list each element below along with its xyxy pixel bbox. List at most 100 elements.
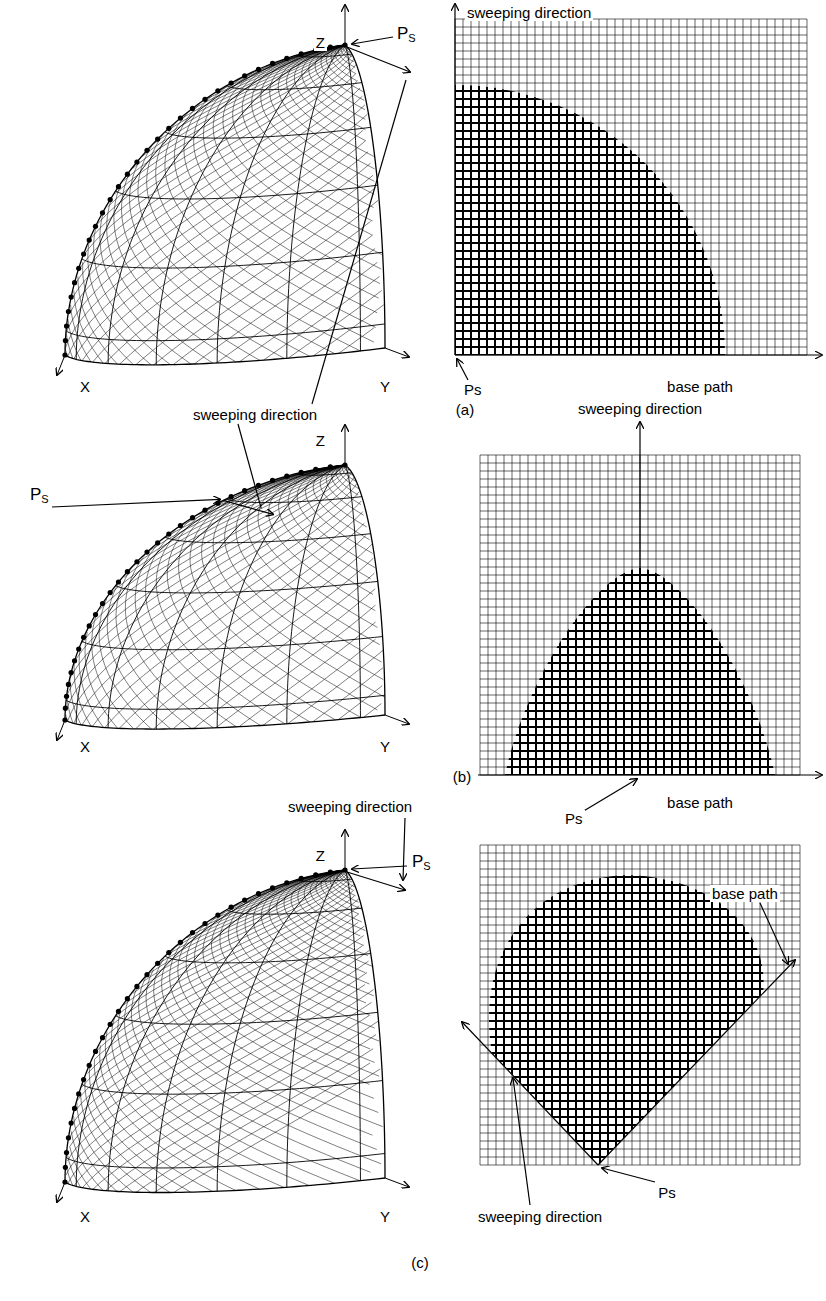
- sample-dot: [215, 912, 220, 917]
- tool-path: [143, 872, 347, 982]
- point-arrow: [582, 779, 637, 812]
- sample-dot: [125, 996, 130, 1001]
- tool-path: [79, 64, 356, 269]
- tool-path: [326, 465, 363, 515]
- tool-path: [194, 915, 369, 1084]
- mesh-line: [165, 534, 371, 543]
- sample-dot: [215, 88, 220, 93]
- point-arrow: [352, 866, 407, 869]
- sample-dot: [69, 1120, 74, 1125]
- tool-path: [133, 45, 345, 168]
- boundary-curve: [345, 870, 385, 1178]
- sample-dot: [270, 61, 275, 66]
- sample-dot: [116, 184, 121, 189]
- mesh-line: [82, 637, 383, 650]
- tool-path: [179, 497, 336, 720]
- tool-path: [73, 81, 358, 298]
- mesh-line: [156, 465, 345, 729]
- sample-dot: [134, 559, 139, 564]
- boundary-curve: [65, 348, 385, 365]
- path-arrow: [478, 774, 822, 775]
- axis-label: Z: [314, 432, 327, 449]
- direction-label: sweeping direction: [465, 4, 593, 21]
- sample-dot: [242, 73, 247, 78]
- leader-line: [312, 80, 406, 404]
- direction-label: sweeping direction: [476, 1208, 604, 1225]
- point-label: PS: [395, 25, 418, 47]
- sample-dot: [125, 569, 130, 574]
- tool-path: [173, 221, 370, 364]
- tool-path: [178, 933, 378, 1112]
- tool-path: [68, 985, 365, 1184]
- mesh-line: [82, 252, 383, 268]
- tool-path: [65, 105, 364, 348]
- tool-path: [154, 958, 377, 1149]
- mesh-line: [108, 465, 345, 728]
- panel-label: (a): [454, 401, 476, 418]
- tool-path: [320, 465, 366, 527]
- mesh-line: [287, 465, 345, 724]
- parameter-grid: [480, 845, 800, 1165]
- sample-dot: [155, 136, 160, 141]
- sample-dot: [202, 97, 207, 102]
- sample-dot: [66, 682, 71, 687]
- sample-dot: [299, 470, 304, 475]
- boundary-curve: [345, 465, 385, 715]
- mesh-line: [82, 1081, 383, 1095]
- direction-label: sweeping direction: [191, 406, 319, 423]
- panel-label: (b): [451, 768, 473, 785]
- sample-dot: [328, 45, 333, 50]
- tool-path: [239, 622, 376, 727]
- direction-arrow: [462, 1022, 598, 1165]
- sample-dot: [178, 523, 183, 528]
- tool-path: [79, 650, 103, 728]
- sample-dot: [190, 106, 195, 111]
- leader-line: [760, 903, 788, 964]
- tool-path: [124, 999, 334, 1183]
- tool-path: [174, 1069, 380, 1193]
- sample-dot: [64, 323, 69, 328]
- tool-path: [108, 48, 348, 207]
- mesh-line: [156, 870, 345, 1193]
- tool-path: [220, 897, 370, 1049]
- tool-path: [107, 582, 170, 729]
- sample-dot: [125, 172, 130, 177]
- tool-path: [240, 262, 378, 361]
- sample-dot: [166, 531, 171, 536]
- sample-dot: [100, 601, 105, 606]
- panel-label: (c): [409, 1254, 431, 1271]
- sphere-octant: [57, 425, 409, 740]
- tool-path: [306, 465, 373, 553]
- mesh-line: [217, 45, 345, 363]
- tool-path: [72, 936, 363, 1124]
- sample-dot: [284, 56, 289, 61]
- sample-dot: [69, 670, 74, 675]
- axis-arrow: [345, 425, 346, 465]
- sample-dot: [66, 309, 71, 314]
- sample-dot: [108, 197, 113, 202]
- mesh-line: [345, 870, 360, 1181]
- sample-dot: [155, 540, 160, 545]
- tool-path: [199, 870, 345, 928]
- mesh-line: [345, 45, 360, 351]
- sample-dot: [190, 515, 195, 520]
- tool-path: [77, 922, 359, 1101]
- sample-dot: [134, 984, 139, 989]
- mesh-line: [66, 695, 385, 709]
- mesh-line: [108, 870, 345, 1191]
- sample-dot: [166, 126, 171, 131]
- sample-dot: [87, 1063, 92, 1068]
- boundary-curve: [65, 465, 345, 720]
- tool-path: [74, 492, 359, 723]
- tool-path: [82, 465, 346, 643]
- tool-path: [82, 914, 359, 1087]
- grid-group: [455, 19, 807, 1165]
- point-arrow: [602, 1168, 655, 1182]
- axis-arrow: [57, 355, 65, 375]
- path-label: base path: [710, 885, 780, 902]
- axis-label: Y: [378, 378, 392, 395]
- tool-path: [119, 536, 365, 729]
- sample-dot: [72, 280, 77, 285]
- sample-dot: [229, 80, 234, 85]
